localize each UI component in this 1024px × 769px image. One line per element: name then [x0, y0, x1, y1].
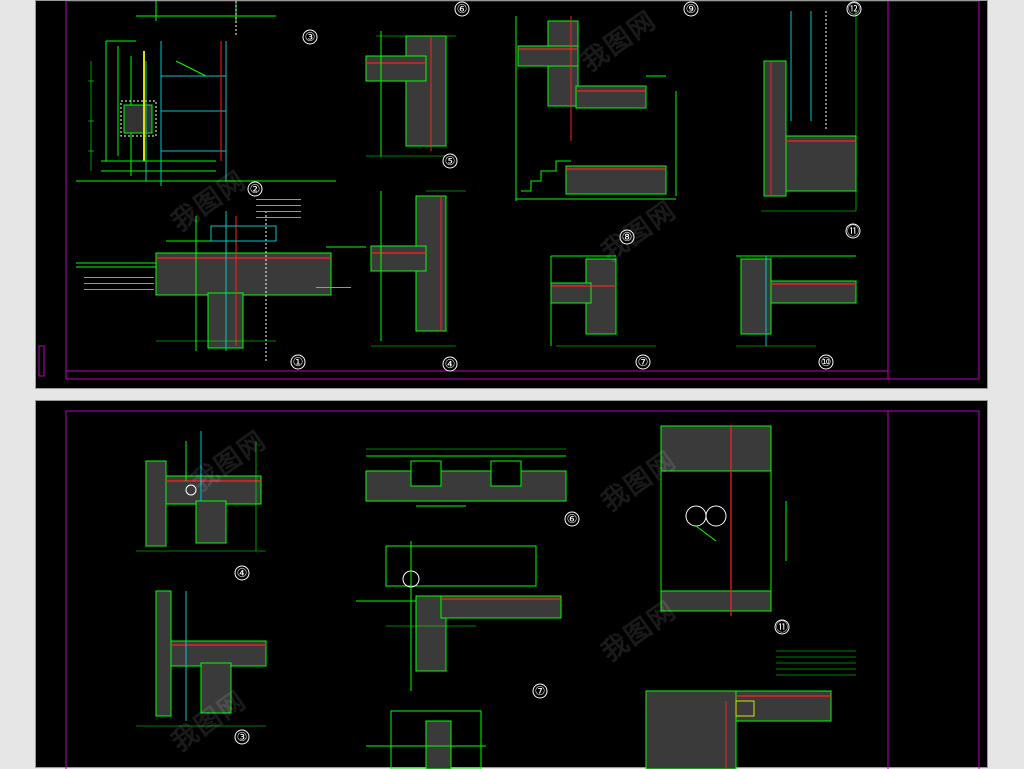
detail-number: ⑧: [622, 230, 633, 244]
detail-6-gutter: [365, 448, 567, 507]
detail-6-marker: ⑥: [454, 1, 470, 17]
cad-drawing-top: ② ③: [38, 1, 980, 380]
detail-7-section: [550, 255, 656, 347]
detail-number: ⑥: [457, 2, 468, 16]
detail-number: ⑨: [686, 2, 697, 16]
detail-2-marker: ②: [247, 181, 263, 197]
detail-7-section: [356, 541, 562, 691]
detail-11-marker: ⑪: [845, 223, 861, 239]
detail-5-marker: ⑤: [442, 153, 458, 169]
detail-number: ⑦: [535, 684, 546, 698]
detail-number: ③: [237, 730, 248, 744]
detail-3-marker: ③: [234, 729, 250, 745]
detail-1-slab-section: [76, 180, 366, 361]
detail-number: ⑥: [567, 512, 578, 526]
drawing-sheet-top: ② ③: [35, 0, 988, 389]
detail-11-section: [761, 11, 857, 212]
detail-number: ②: [250, 182, 261, 196]
detail-4-sill-section: [136, 431, 266, 552]
detail-10-marker: ⑩: [818, 354, 834, 370]
detail-3-marker: ③: [302, 29, 318, 45]
detail-2-dim-marks: [88, 61, 94, 171]
detail-8-marker: ⑧: [619, 229, 635, 245]
detail-number: ⑤: [445, 154, 456, 168]
detail-1-marker: ①: [290, 354, 306, 370]
detail-3-section: [136, 590, 267, 727]
detail-number: ⑪: [847, 224, 859, 238]
detail-4-marker: ④: [234, 565, 250, 581]
detail-1-notes: [84, 199, 351, 290]
detail-5-parapet: [365, 31, 456, 157]
detail-10-section: [736, 255, 857, 347]
detail-7-marker: ⑦: [635, 354, 651, 370]
detail-3-top: [136, 1, 276, 36]
detail-12-marker: ⑫: [846, 1, 862, 17]
cad-drawing-bottom: ④ ③ ⑥: [65, 410, 980, 769]
detail-4-marker: ④: [442, 356, 458, 372]
detail-11-downpipe: [660, 425, 787, 616]
detail-9-section: [515, 16, 666, 201]
detail-number: ⑦: [638, 355, 649, 369]
outer-frame: [65, 410, 980, 769]
detail-number: ④: [237, 566, 248, 580]
detail-8-stair: [516, 91, 677, 200]
detail-2-wall-section: [101, 40, 227, 186]
detail-number: ⑩: [821, 355, 832, 369]
outer-frame: [65, 1, 980, 380]
detail-4-parapet: [370, 190, 466, 347]
detail-11-marker: ⑪: [774, 619, 790, 635]
sheet-tab: [38, 345, 45, 377]
partial-section-bottom-center: [366, 710, 486, 769]
detail-number: ④: [445, 357, 456, 371]
partial-roof-section: [645, 650, 856, 769]
detail-number: ①: [293, 355, 304, 369]
detail-7-marker: ⑦: [532, 683, 548, 699]
detail-9-marker: ⑨: [683, 1, 699, 17]
detail-number: ⑫: [848, 2, 860, 16]
detail-6-marker: ⑥: [564, 511, 580, 527]
detail-number: ⑪: [776, 620, 788, 634]
detail-number: ③: [305, 30, 316, 44]
drawing-sheet-bottom: ④ ③ ⑥: [35, 400, 988, 769]
